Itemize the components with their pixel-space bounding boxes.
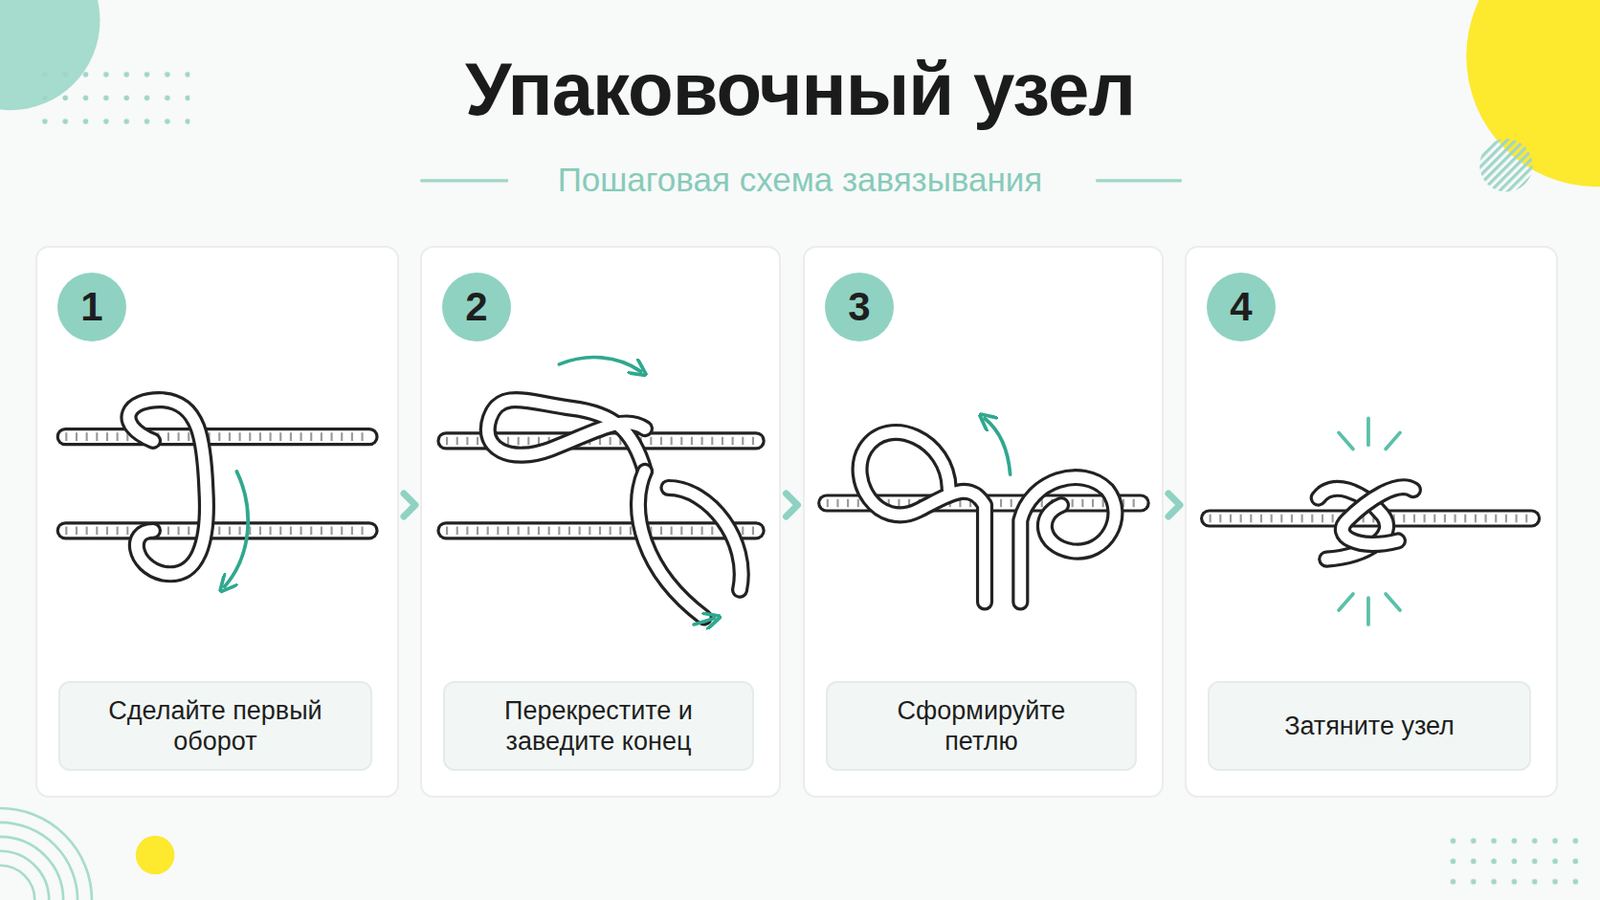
step-number: 1 <box>80 284 103 331</box>
caption-box: Затяните узел <box>1207 681 1532 772</box>
subtitle: Пошаговая схема завязывания <box>540 160 1061 199</box>
step-number: 2 <box>465 284 488 331</box>
step-card: 1Сделайте первый оборот <box>35 245 400 799</box>
step-number-circle: 1 <box>57 272 127 342</box>
caption-text: Затяните узел <box>1284 711 1455 742</box>
step-number-circle: 2 <box>442 272 512 342</box>
step-number: 3 <box>847 284 870 331</box>
title: Упаковочный узел <box>0 45 1600 134</box>
subtitle-row: Пошаговая схема завязывания <box>0 160 1600 200</box>
caption-text: Перекрестите и заведите конец <box>479 695 719 758</box>
caption-text: Сделайте первый оборот <box>95 695 335 758</box>
title-text: Упаковочный узел <box>465 46 1135 132</box>
caption-box: Перекрестите и заведите конец <box>443 681 755 772</box>
step-chevron <box>780 493 803 517</box>
step-number-circle: 3 <box>824 272 894 342</box>
caption-text: Сформируйте петлю <box>862 695 1102 758</box>
step-number: 4 <box>1229 284 1252 331</box>
step-card: 3Сформируйте петлю <box>802 245 1164 799</box>
step-chevron <box>399 493 421 517</box>
step-chevron <box>1163 493 1185 517</box>
step-number-circle: 4 <box>1206 272 1276 342</box>
caption-box: Сформируйте петлю <box>825 681 1137 772</box>
caption-box: Сделайте первый оборот <box>58 681 373 772</box>
step-card: 2Перекрестите и заведите конец <box>420 245 781 799</box>
step-card: 4Затяните узел <box>1184 245 1558 799</box>
